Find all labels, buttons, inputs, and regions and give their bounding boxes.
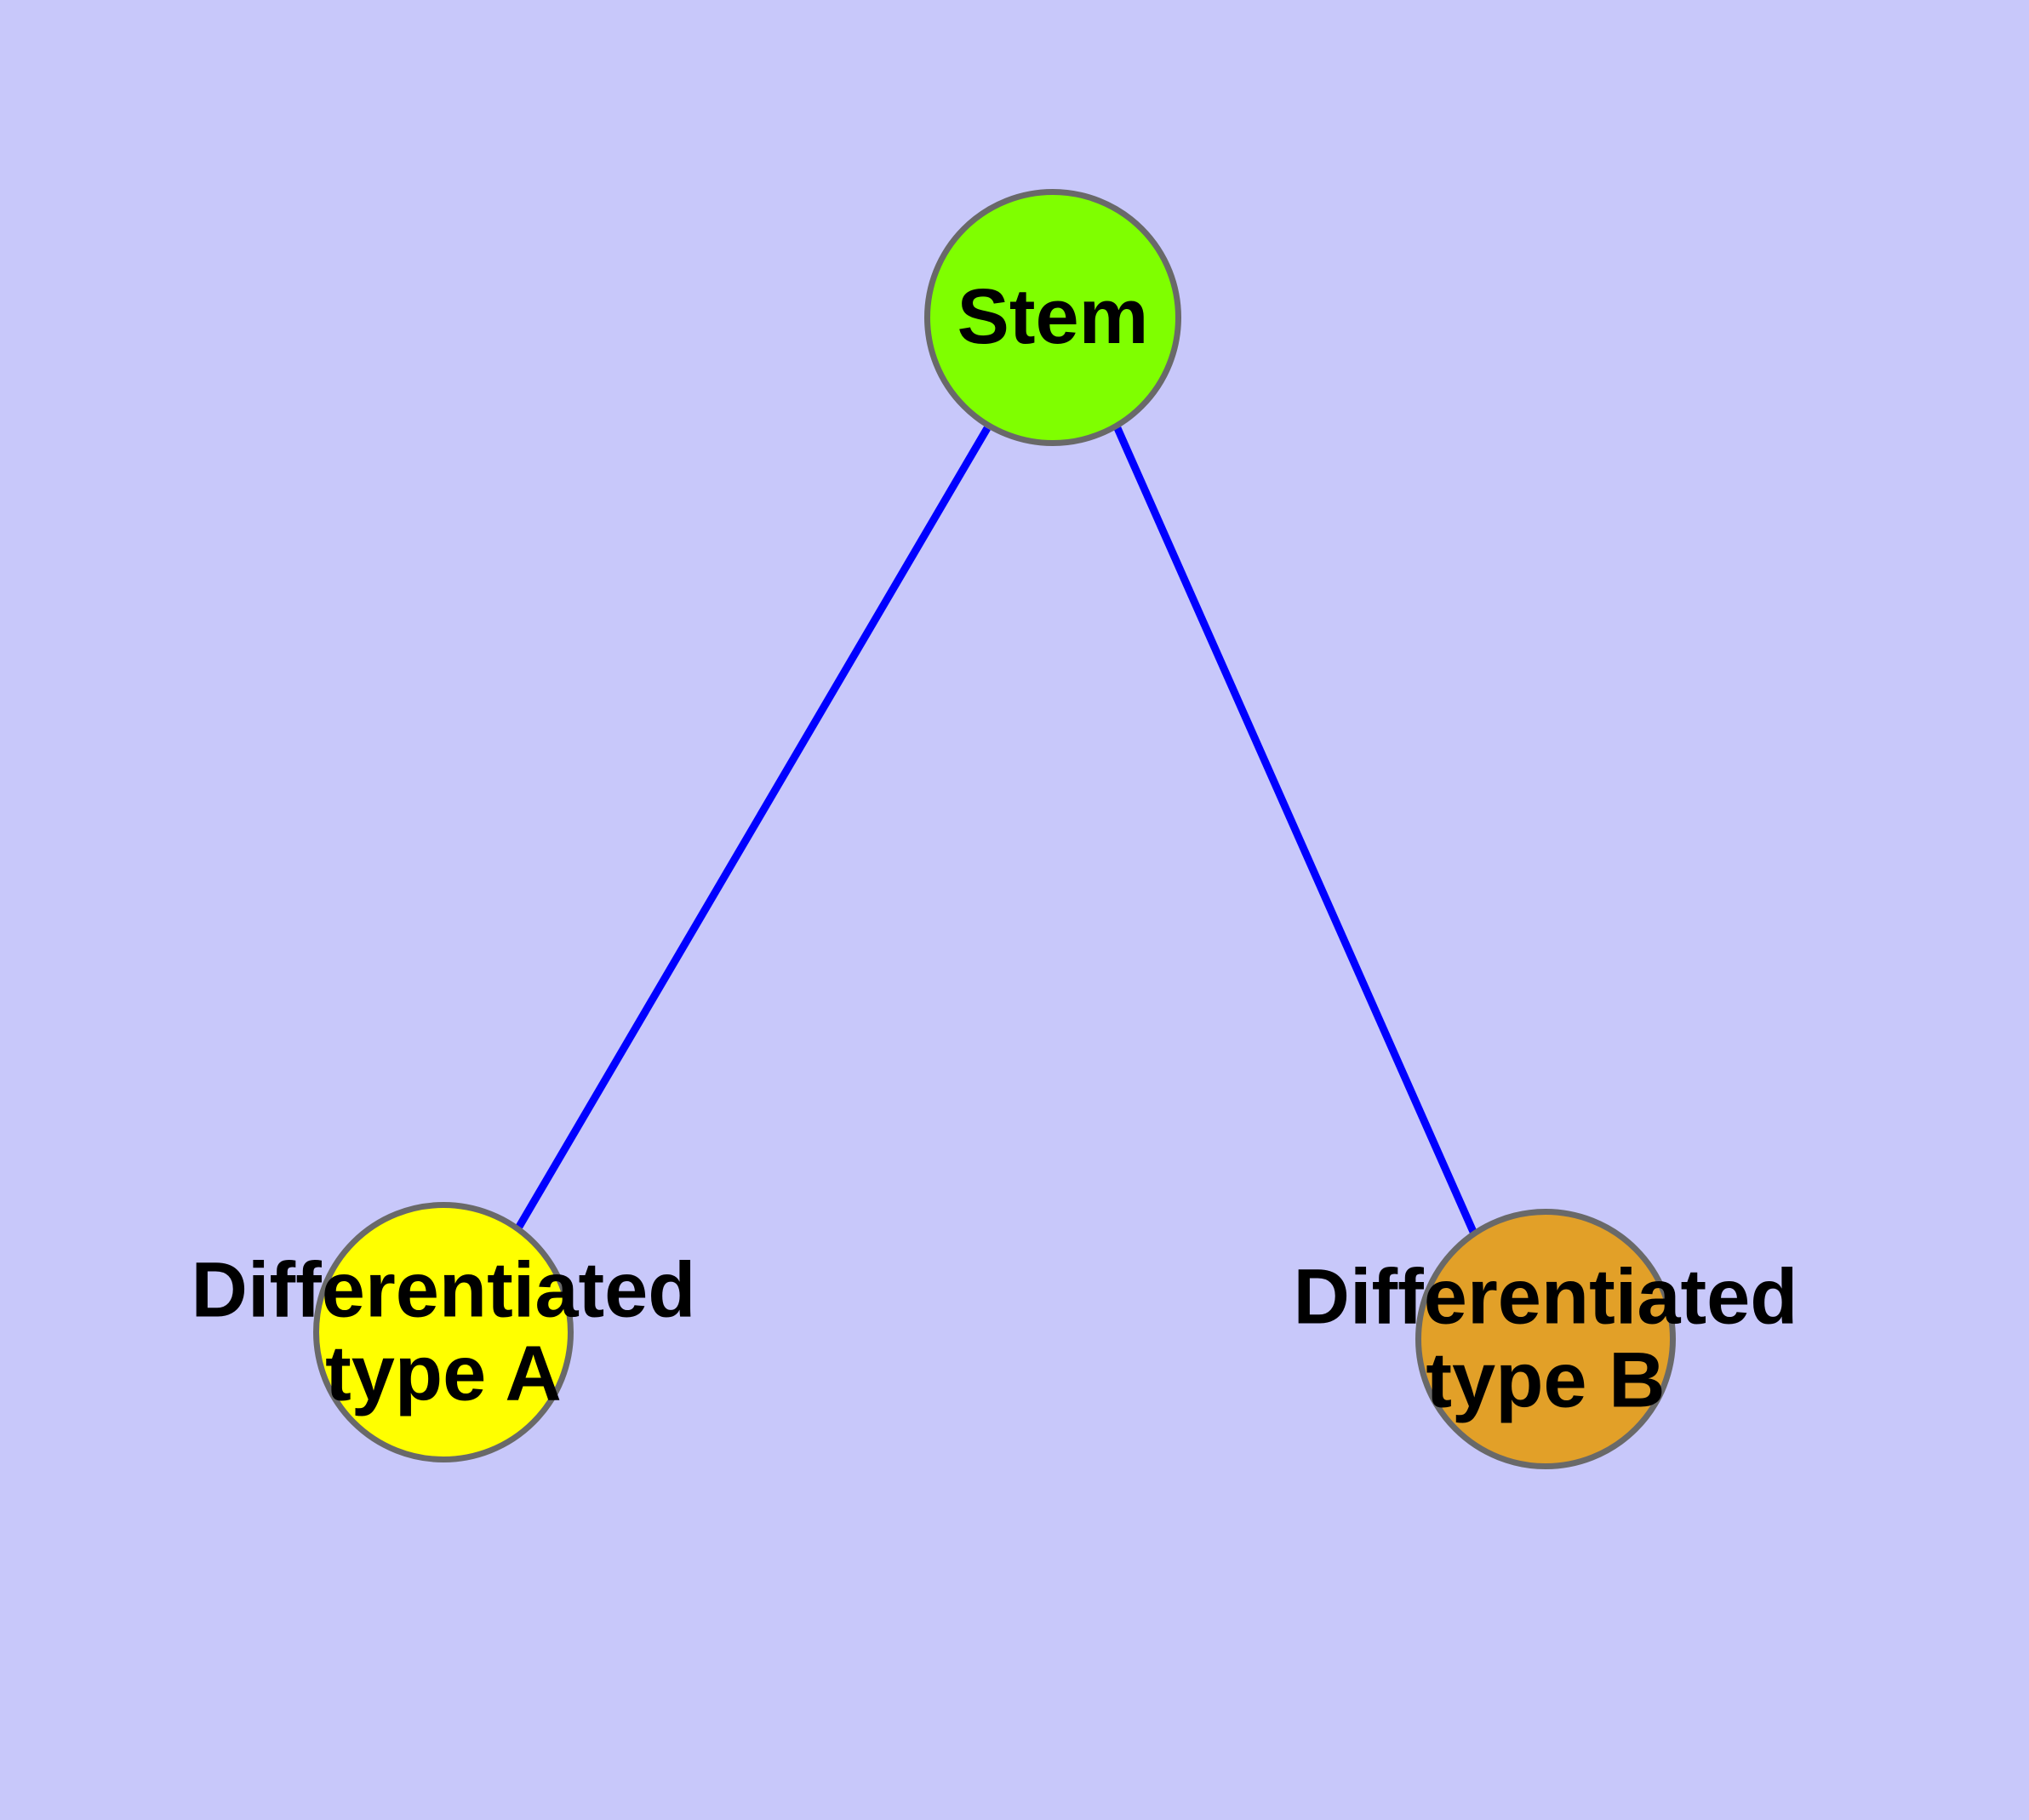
node-layer [313, 189, 1676, 1469]
graph-node-diff-a[interactable] [313, 1202, 574, 1462]
graph-edge-stem-to-diff-b[interactable] [1113, 426, 1477, 1233]
graph-node-diff-b[interactable] [1415, 1209, 1676, 1469]
graph-edge-stem-to-diff-a[interactable] [516, 426, 991, 1229]
edge-layer [516, 426, 1477, 1233]
graph-node-stem[interactable] [924, 189, 1181, 446]
